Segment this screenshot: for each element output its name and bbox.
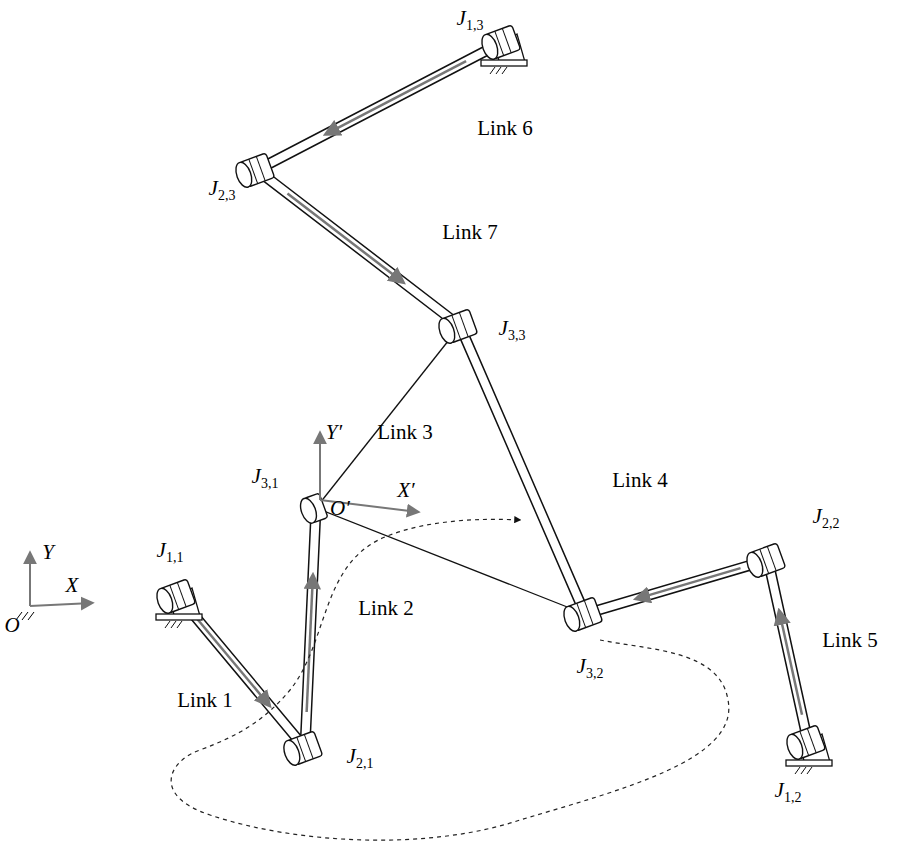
link-direction-arrow	[779, 611, 802, 715]
link-bar	[768, 560, 808, 742]
revolute-joint	[561, 597, 603, 633]
link-label: Link 2	[358, 598, 413, 619]
revolute-joint	[281, 731, 323, 767]
link-bar	[460, 326, 585, 614]
revolute-joint	[146, 576, 210, 636]
link-label: Link 6	[477, 118, 532, 139]
joint-label: J2,1	[347, 746, 374, 771]
link-direction-arrow	[636, 568, 740, 599]
revolute-joint	[744, 543, 786, 579]
joint-label: J2,2	[813, 506, 840, 531]
axis-label: Y	[42, 542, 54, 563]
joint-label: J3,3	[499, 318, 526, 343]
link-bar	[768, 560, 808, 742]
link-label: Link 4	[612, 470, 667, 491]
link-bar	[257, 170, 460, 326]
joint-label: J3,1	[252, 466, 279, 491]
joint-label: J2,3	[209, 178, 236, 203]
link-direction-arrow	[326, 61, 466, 134]
link-direction-arrow	[307, 575, 313, 712]
revolute-joint	[436, 309, 478, 345]
axis-label: X′	[397, 480, 414, 501]
axis-label: X	[66, 575, 79, 596]
joint-label: J3,2	[577, 656, 604, 681]
revolute-joint	[297, 493, 328, 525]
link-bar	[257, 42, 503, 170]
revolute-joint	[776, 722, 840, 782]
link-label: Link 7	[442, 222, 497, 243]
link-bar	[257, 42, 503, 170]
joint-label: J1,2	[775, 780, 802, 805]
revolute-joint	[233, 153, 275, 189]
link-bar	[305, 508, 316, 748]
link-bar	[460, 326, 585, 614]
joint-label: J1,1	[157, 540, 184, 565]
link-bar	[585, 560, 768, 614]
link-direction-arrow	[287, 193, 403, 282]
link-bar	[585, 560, 768, 614]
link-bar	[305, 508, 316, 748]
link-label: Link 3	[377, 422, 432, 443]
link-bar	[257, 170, 460, 326]
axis-label: O′	[330, 498, 350, 519]
link-label: Link 5	[822, 630, 877, 651]
axis-label: Y′	[326, 422, 342, 443]
link-label: Link 1	[177, 690, 232, 711]
axis-label: O	[4, 615, 19, 636]
joint-label: J1,3	[457, 8, 484, 33]
platform-edge	[316, 326, 460, 508]
